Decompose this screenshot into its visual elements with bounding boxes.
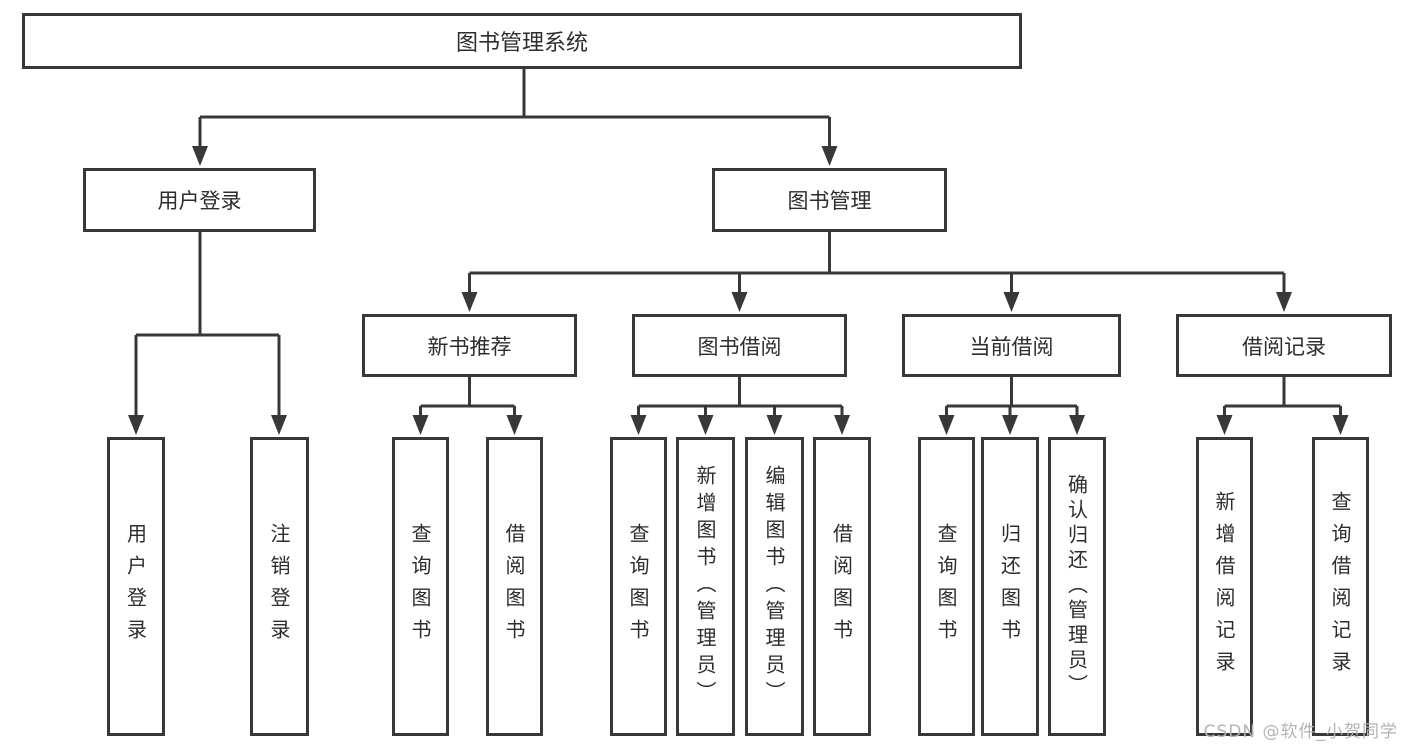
leaf-query-books-borrowing-label: 查询图书 [626,522,650,651]
node-borrowing-records-label: 借阅记录 [1242,334,1326,359]
leaf-query-borrow-record-label: 查询借阅记录 [1328,490,1352,683]
leaf-user-login-label: 用户登录 [123,522,148,651]
node-new-book-recommendation: 新书推荐 [362,314,577,377]
node-book-borrowing-label: 图书借阅 [697,334,782,359]
leaf-confirm-return-admin-label: 确认归还（管理员） [1064,474,1089,699]
node-library-system: 图书管理系统 [22,13,1022,69]
leaf-confirm-return-admin: 确认归还（管理员） [1048,437,1106,736]
node-user-login-label: 用户登录 [157,189,242,213]
node-borrowing-records: 借阅记录 [1176,314,1392,377]
leaf-add-borrow-record-label: 新增借阅记录 [1212,490,1236,683]
node-library-system-label: 图书管理系统 [455,31,588,56]
leaf-query-books-recommend: 查询图书 [392,437,449,736]
node-current-borrowing-label: 当前借阅 [969,334,1054,359]
leaf-logout-label: 注销登录 [267,522,291,651]
leaf-borrow-books-recommend-label: 借阅图书 [502,522,526,651]
leaf-return-books-label: 归还图书 [997,522,1022,651]
leaf-query-books-borrowing: 查询图书 [610,437,667,736]
leaf-user-login: 用户登录 [107,437,165,736]
leaf-borrow-books-recommend: 借阅图书 [486,437,543,736]
leaf-add-borrow-record: 新增借阅记录 [1196,437,1253,736]
leaf-query-borrow-record: 查询借阅记录 [1312,437,1369,736]
leaf-edit-book-admin: 编辑图书（管理员） [745,437,804,736]
leaf-borrow-books-borrowing: 借阅图书 [813,437,871,736]
arrowheads [128,146,1349,435]
leaf-return-books: 归还图书 [981,437,1039,736]
leaf-logout: 注销登录 [250,437,309,736]
csdn-watermark: CSDN @软件_小贺同学 [1203,722,1398,742]
leaf-edit-book-admin-label: 编辑图书（管理员） [762,465,786,708]
node-book-management-label: 图书管理 [787,189,872,213]
leaf-query-books-recommend-label: 查询图书 [408,522,432,651]
leaf-add-book-admin-label: 新增图书（管理员） [693,465,717,708]
node-book-borrowing: 图书借阅 [632,314,847,377]
node-current-borrowing: 当前借阅 [902,314,1121,377]
leaf-add-book-admin: 新增图书（管理员） [676,437,735,736]
node-book-management: 图书管理 [712,168,947,232]
leaf-borrow-books-borrowing-label: 借阅图书 [829,522,854,651]
leaf-query-books-current-label: 查询图书 [934,522,958,651]
leaf-query-books-current: 查询图书 [918,437,975,736]
node-user-login: 用户登录 [83,168,316,232]
node-new-book-recommendation-label: 新书推荐 [427,334,512,359]
